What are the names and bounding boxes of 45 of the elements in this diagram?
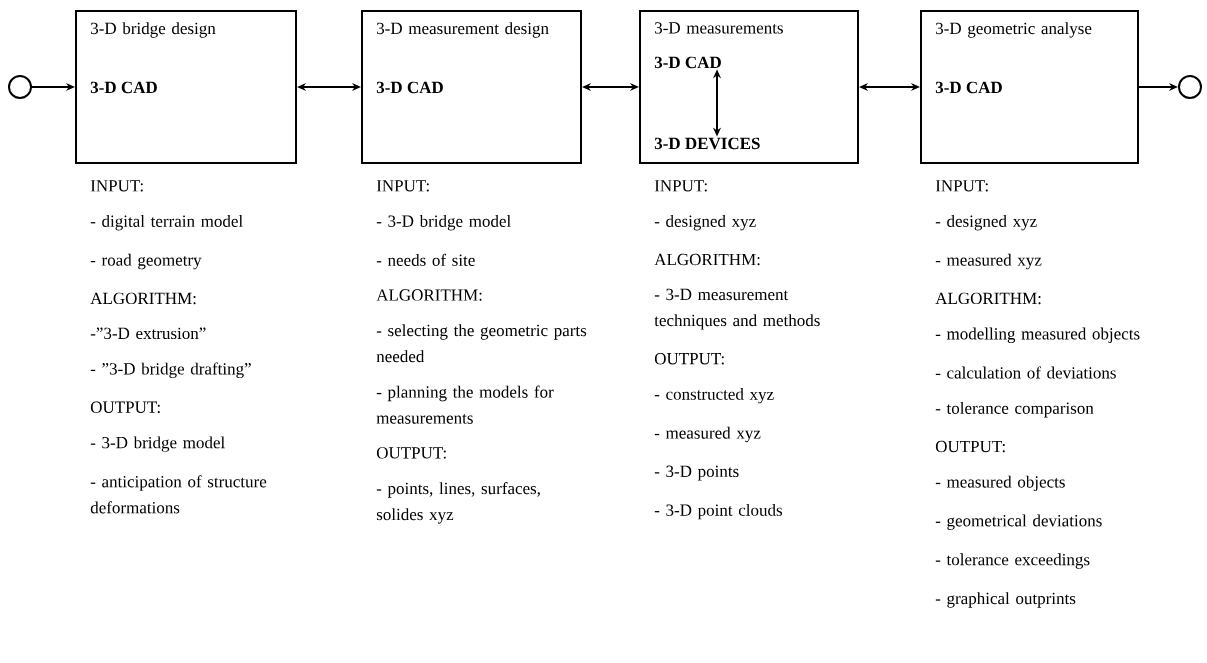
label-text: 3-D CAD [654,56,721,69]
note-text: - calculation of deviations [935,366,1116,379]
process-box: 3-D measurement design 3-D CAD [361,10,582,164]
note-text: - designed xyz [654,214,756,231]
process-box: 3-D bridge design 3-D CAD [75,10,297,164]
note-text: ALGORITHM: [654,253,760,266]
note-text: INPUT: [376,180,429,192]
note-text: - digital terrain model [90,214,243,231]
note-text: - planning the models for measurements [376,385,554,424]
terminal-circle [1178,75,1202,99]
note-text: - road geometry [90,253,202,270]
note-text: - constructed xyz [654,387,774,404]
note-text: - modelling measured objects [935,327,1140,344]
note-text: - 3-D points [654,465,739,481]
note-text: - points, lines, surfaces, solides xyz [376,482,540,524]
note-text: -”3-D extrusion” [90,327,206,340]
note-text: ALGORITHM: [376,289,482,301]
note-text: ALGORITHM: [90,292,196,305]
note-text: - 3-D bridge model [376,214,511,231]
note-text: - selecting the geometric parts needed [376,324,587,363]
note-text: OUTPUT: [376,447,446,459]
note-text: INPUT: [654,180,707,192]
note-text: - needs of site [376,253,475,266]
note-text: - graphical outprints [935,592,1076,608]
note-text: INPUT: [935,180,988,192]
process-box: 3-D geometric analyse 3-D CAD [920,10,1139,164]
note-text: - geometrical deviations [935,514,1102,530]
note-text: OUTPUT: [90,401,160,413]
note-text: INPUT: [90,180,143,192]
note-text: - 3-D point clouds [654,503,782,520]
note-text: - tolerance comparison [935,402,1094,418]
note-text: - anticipation of structure deformations [90,475,267,514]
note-text: ALGORITHM: [935,292,1041,305]
note-text: - tolerance exceedings [935,553,1090,569]
note-text: OUTPUT: [654,353,724,365]
note-text: - 3-D measurement techniques and methods [654,288,820,330]
label-text: 3-D DEVICES [654,137,760,150]
note-text: - measured objects [935,475,1065,492]
note-text: - 3-D bridge model [90,436,225,452]
note-text: OUTPUT: [935,440,1005,453]
note-text: - designed xyz [935,214,1037,231]
note-text: - measured xyz [935,253,1042,270]
note-text: - ”3-D bridge drafting” [90,362,251,379]
note-text: - measured xyz [654,426,761,443]
terminal-circle [8,75,32,99]
